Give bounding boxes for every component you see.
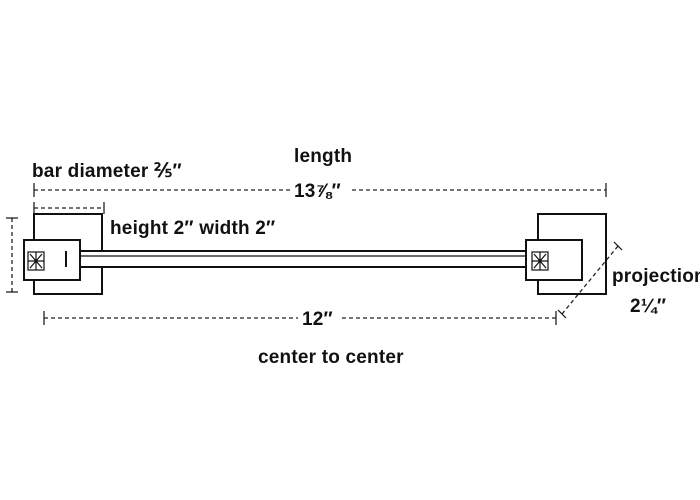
length-value: 13⅞″ [294, 181, 341, 202]
projection-value: 2¼″ [630, 296, 666, 317]
towel-bar [79, 250, 527, 268]
projection-tick-bottom [557, 309, 567, 319]
left-post [23, 239, 81, 281]
projection-dim-line [561, 245, 619, 315]
bar-diameter-label: bar diameter ⅖″ [32, 161, 182, 182]
length-title: length [294, 146, 352, 167]
right-post [525, 239, 583, 281]
center-to-center-label: center to center [258, 347, 404, 368]
height-width-label: height 2″ width 2″ [110, 218, 275, 239]
center-value: 12″ [302, 309, 333, 330]
projection-title: projection [612, 266, 700, 287]
projection-tick-top [613, 241, 623, 251]
right-cap-facet [532, 252, 548, 270]
left-cap-facet [28, 252, 44, 270]
